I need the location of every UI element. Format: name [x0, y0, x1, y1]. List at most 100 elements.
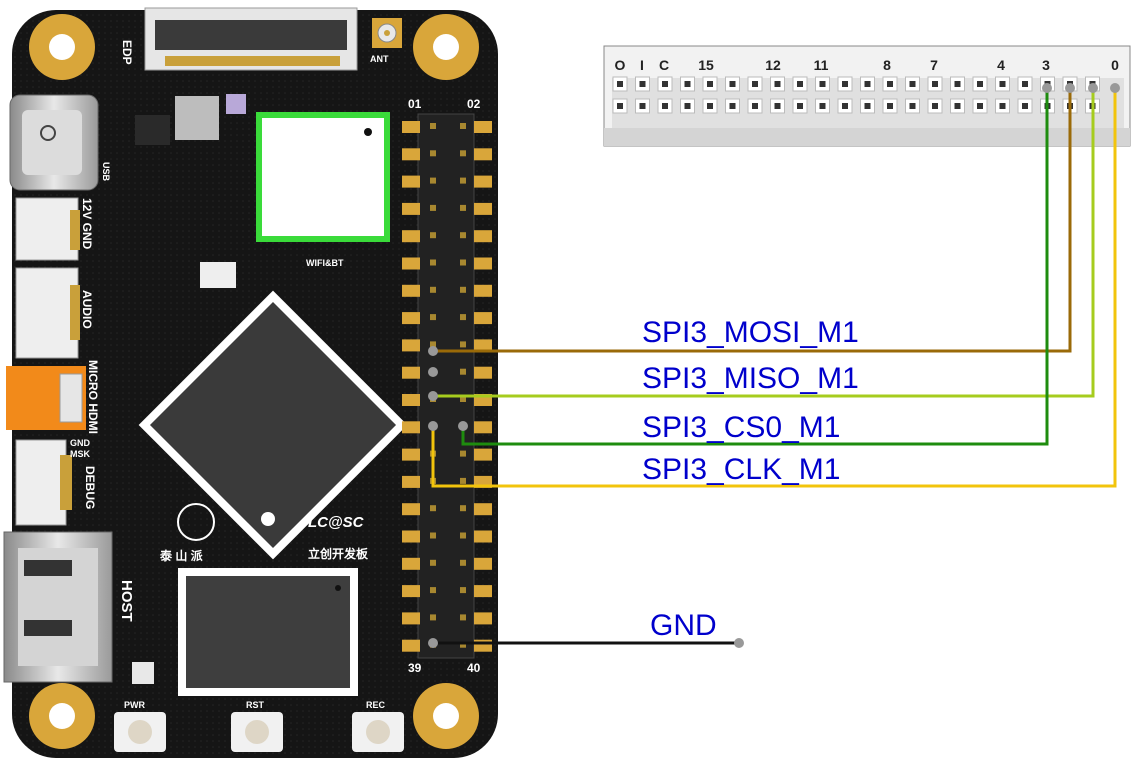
- header-pin: [430, 614, 436, 621]
- analyzer-channel-label: 0: [1111, 57, 1119, 73]
- label-spi3-clk: SPI3_CLK_M1: [642, 453, 840, 486]
- wire-end-dot: [734, 638, 744, 648]
- debug-connector: [15, 439, 72, 526]
- header-pin: [430, 177, 436, 184]
- edp-connector: [144, 7, 358, 71]
- header-pin: [460, 477, 466, 484]
- analyzer-pin-hole: [932, 81, 938, 87]
- header-pad: [474, 148, 492, 161]
- audio-connector: [15, 267, 80, 359]
- msk-silk: MSK: [70, 449, 91, 459]
- analyzer-pin-hole: [819, 103, 826, 109]
- pwr-label: PWR: [124, 700, 145, 710]
- label-gnd: GND: [650, 609, 717, 642]
- usb-host-port: [3, 531, 113, 683]
- header-pin: [460, 177, 466, 184]
- header-pad: [402, 202, 420, 215]
- audio-label: AUDIO: [80, 290, 94, 329]
- emmc-chip: [178, 568, 358, 696]
- edp-label: EDP: [120, 40, 134, 65]
- analyzer-pin-hole: [887, 81, 893, 87]
- header-pad: [474, 421, 492, 434]
- header-pad: [474, 448, 492, 461]
- header-pin: [430, 587, 436, 594]
- header-pad: [402, 503, 420, 516]
- rec-button[interactable]: [352, 712, 404, 752]
- analyzer-pin-hole: [617, 81, 623, 87]
- pwr-button[interactable]: [114, 712, 166, 752]
- rst-button[interactable]: [231, 712, 283, 752]
- wire-miso: [433, 88, 1095, 398]
- analyzer-pin-hole: [639, 103, 646, 109]
- analyzer-pin-hole: [707, 103, 713, 109]
- header-pad: [474, 121, 492, 133]
- analyzer-pin-hole: [639, 81, 646, 87]
- analyzer-channel-label: 3: [1042, 57, 1050, 73]
- header-pin: [430, 150, 436, 157]
- analyzer-channel-label: C: [659, 57, 669, 73]
- header-pad: [402, 312, 420, 325]
- analyzer-pin-hole: [1022, 81, 1028, 87]
- header-pad: [402, 339, 420, 352]
- header-pad: [402, 366, 420, 379]
- usb-label: USB: [101, 162, 111, 182]
- rec-label: REC: [366, 700, 386, 710]
- header-pad: [474, 339, 492, 352]
- wire-end-dot: [428, 391, 438, 401]
- label-spi3-cs0: SPI3_CS0_M1: [642, 411, 840, 444]
- header-pad: [402, 257, 420, 270]
- status-led: [132, 662, 154, 684]
- soc-chip: [138, 290, 408, 560]
- wire-end-dot: [1088, 83, 1098, 93]
- header-pin: [460, 286, 466, 293]
- analyzer-pin-hole: [954, 103, 961, 109]
- wire-end-dot: [458, 421, 468, 431]
- header-pad: [474, 284, 492, 297]
- header-pin: [460, 641, 466, 648]
- antenna-connector: [372, 18, 402, 48]
- header-pad: [474, 202, 492, 215]
- analyzer-pin-hole: [977, 81, 983, 87]
- taishanpai-board: EDP ANT USB 12V GND AUDIO: [3, 7, 498, 758]
- header-pad: [474, 557, 492, 570]
- analyzer-pin-hole: [684, 81, 691, 87]
- header-pin: [430, 204, 436, 211]
- analyzer-pin-hole: [752, 81, 758, 87]
- analyzer-pin-hole: [729, 103, 736, 109]
- pin-02-label: 02: [467, 97, 481, 111]
- wire-end-dot: [428, 638, 438, 648]
- micro-hdmi-port: [6, 366, 86, 430]
- usb-c-port: [9, 94, 99, 191]
- analyzer-pin-hole: [797, 81, 803, 87]
- header-pin: [460, 341, 466, 348]
- header-pin: [460, 232, 466, 239]
- analyzer-pin-hole: [707, 81, 713, 87]
- header-pin: [460, 532, 466, 539]
- header-pin: [430, 505, 436, 512]
- header-pad: [474, 366, 492, 379]
- analyzer-channel-label: 4: [997, 57, 1005, 73]
- wire-end-dot: [428, 421, 438, 431]
- wire-mosi: [433, 88, 1072, 353]
- crystal-2: [200, 262, 236, 288]
- header-pad: [402, 639, 420, 652]
- crystal: [226, 94, 246, 114]
- analyzer-pin-hole: [977, 103, 983, 109]
- regulator: [135, 115, 170, 145]
- analyzer-channel-label: 15: [698, 57, 714, 73]
- header-pin: [430, 341, 436, 348]
- hdmi-label: MICRO HDMI: [86, 360, 100, 434]
- header-pin: [460, 368, 466, 375]
- analyzer-pin-hole: [954, 81, 961, 87]
- pin-40-label: 40: [467, 661, 481, 675]
- analyzer-pin-hole: [842, 81, 848, 87]
- header-pad: [474, 175, 492, 188]
- header-pad: [402, 394, 420, 406]
- header-pin: [430, 559, 436, 566]
- header-pad: [474, 230, 492, 243]
- header-pin: [460, 614, 466, 621]
- header-pin: [460, 587, 466, 594]
- inductor: [175, 96, 219, 140]
- analyzer-pin-hole: [729, 81, 736, 87]
- rst-label: RST: [246, 700, 265, 710]
